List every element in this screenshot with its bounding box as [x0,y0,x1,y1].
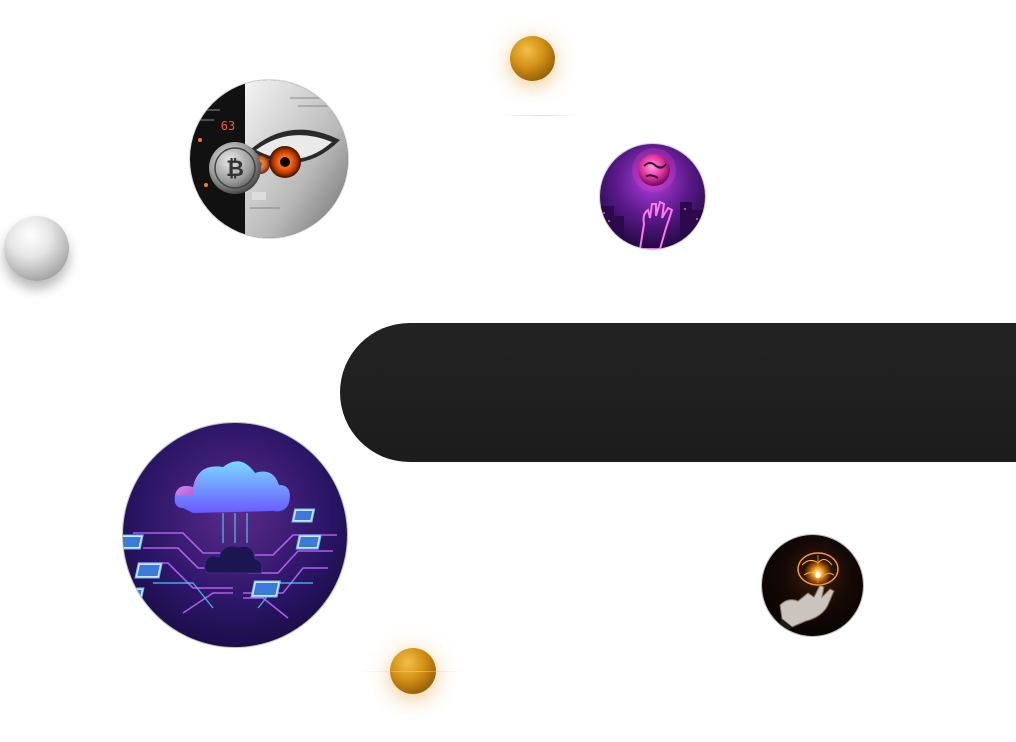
silver-orb-left [4,216,69,281]
gold-orb-top [510,36,555,81]
glowing-brain-hand-image [762,535,863,636]
crypto-eye-image: ₿ 63 [190,80,348,238]
crypto-eye-digits: 63 [221,119,235,133]
glow-line-top [500,115,578,116]
svg-text:₿: ₿ [226,157,244,182]
glow-line-bottom [360,671,470,672]
neon-globe-hand-image [600,144,705,249]
cloud-network-image [123,423,347,647]
dark-pill-banner [340,323,1016,462]
